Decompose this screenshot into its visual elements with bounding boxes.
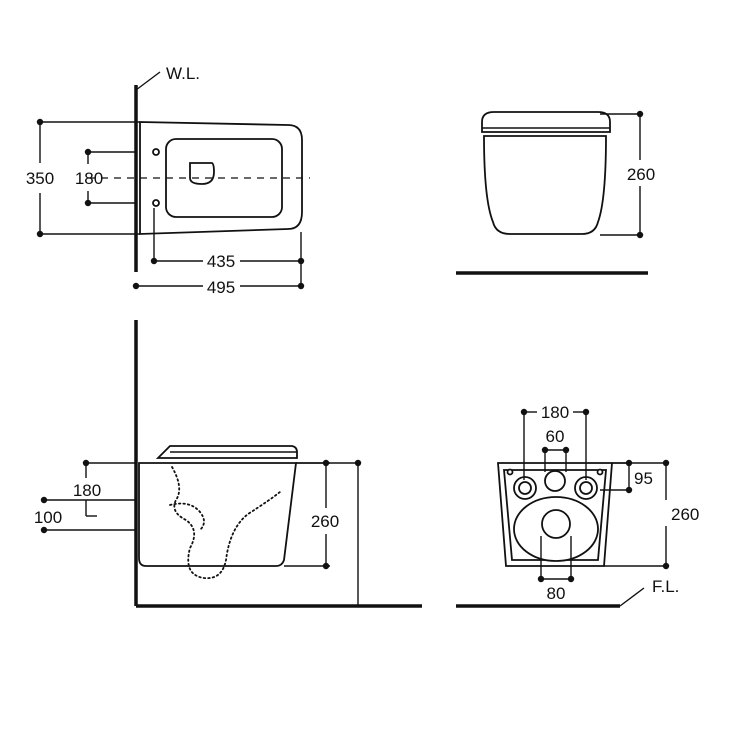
plan-fixing-hole-bottom xyxy=(152,199,160,207)
rear-fixing-offset-dim: 95 xyxy=(634,469,653,488)
rear-height-dim: 260 xyxy=(671,505,699,524)
side-bowl-body xyxy=(138,462,298,567)
rear-outlet-spacing-dim: 80 xyxy=(547,584,566,603)
side-fixing-dim: 180 xyxy=(73,481,101,500)
plan-inner-length-dim: 435 xyxy=(207,252,235,271)
side-trap-inner xyxy=(169,502,205,531)
front-view: 260 xyxy=(456,110,655,275)
plan-view: W.L. 350 180 435 49 xyxy=(26,64,310,297)
front-bowl-body xyxy=(483,135,607,235)
plan-outlet xyxy=(189,162,215,185)
rear-inlet-spacing-dim: 60 xyxy=(546,427,565,446)
wall-line-label: W.L. xyxy=(166,64,200,83)
side-trap-outer xyxy=(171,466,281,580)
side-inlet-dim: 100 xyxy=(34,508,62,527)
rear-outlet xyxy=(541,509,571,539)
floor-line-leader xyxy=(619,587,645,607)
floor-line-label: F.L. xyxy=(652,577,679,596)
rear-inlet xyxy=(544,470,566,492)
side-view: 180 100 260 xyxy=(34,320,422,608)
plan-fixing-hole-top xyxy=(152,148,160,156)
side-height-dim: 260 xyxy=(311,512,339,531)
rear-fixing-spacing-dim: 180 xyxy=(541,403,569,422)
front-height-dim: 260 xyxy=(627,165,655,184)
plan-total-length-dim: 495 xyxy=(207,278,235,297)
plan-fixing-dim: 180 xyxy=(75,169,103,188)
front-seat-lid xyxy=(481,111,611,133)
plan-depth-dim: 350 xyxy=(26,169,54,188)
wall-line-leader xyxy=(135,71,161,91)
rear-view: F.L. 180 60 95 xyxy=(456,403,699,608)
